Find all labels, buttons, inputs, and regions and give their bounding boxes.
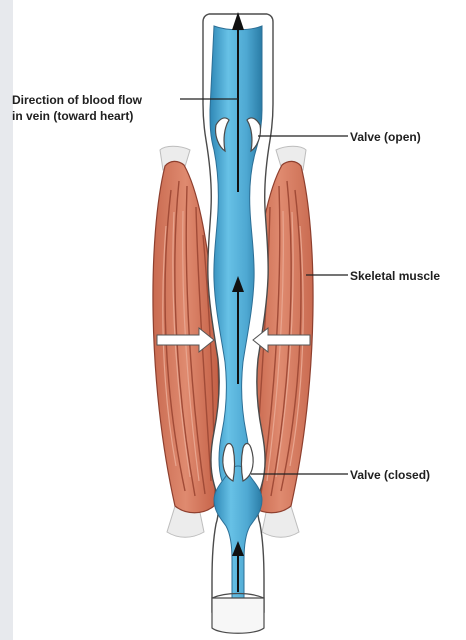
valve-open-label: Valve (open) bbox=[350, 129, 421, 145]
valve-closed-label: Valve (closed) bbox=[350, 467, 430, 483]
blood-flow-label-line-1: Direction of blood flow bbox=[12, 92, 142, 108]
vein-bottom-cut bbox=[212, 594, 264, 634]
blood-flow-label: Direction of blood flow in vein (toward … bbox=[12, 92, 142, 124]
blood-flow-label-line-2: in vein (toward heart) bbox=[12, 108, 142, 124]
skeletal-muscle-label: Skeletal muscle bbox=[350, 268, 440, 284]
